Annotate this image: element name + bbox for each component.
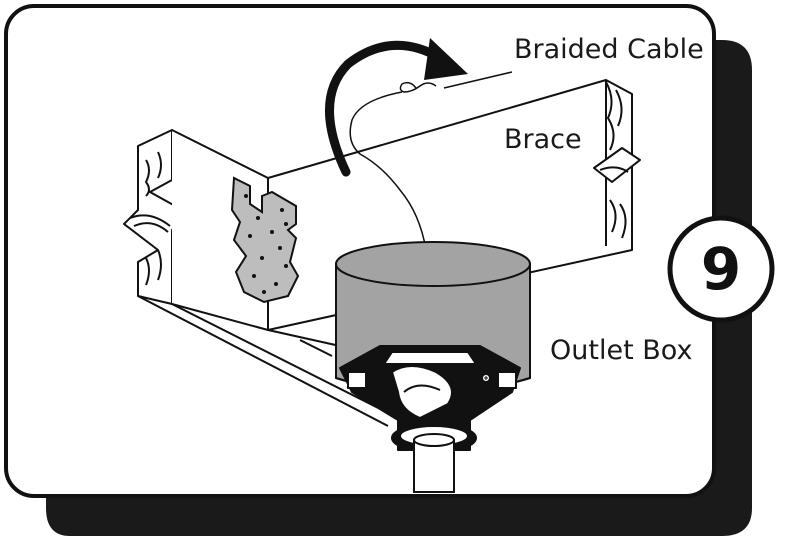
fan-mount-bracket (339, 345, 521, 451)
curved-arrow-icon (325, 38, 468, 177)
fan-downrod (391, 423, 477, 493)
braided-cable (349, 71, 513, 251)
outlet-box-label: Outlet Box (550, 335, 693, 366)
braided-cable-label: Braided Cable (514, 34, 704, 65)
step-badge-circle (667, 215, 775, 323)
step-number: 9 (700, 235, 742, 303)
brace-label: Brace (504, 124, 582, 155)
joist-hanger-bracket (230, 176, 300, 304)
